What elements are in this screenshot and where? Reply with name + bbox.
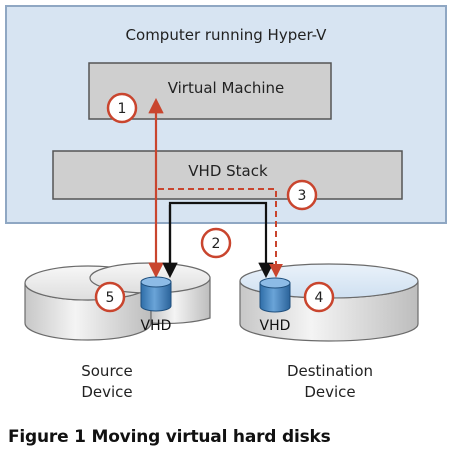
destination-vhd-cylinder bbox=[259, 277, 291, 313]
step-1-label: 1 bbox=[118, 101, 127, 117]
destination-vhd-label: VHD bbox=[260, 318, 291, 334]
step-5-label: 5 bbox=[106, 290, 115, 306]
step-3-label: 3 bbox=[298, 188, 307, 204]
vhd-stack-box bbox=[52, 150, 403, 200]
figure-caption: Figure 1 Moving virtual hard disks bbox=[8, 427, 331, 447]
host-title: Computer running Hyper-V bbox=[126, 26, 328, 44]
red-dashed-redirect-arrow bbox=[158, 188, 283, 278]
step-4-label: 4 bbox=[315, 290, 324, 306]
destination-caption-line1: Destination bbox=[287, 362, 373, 380]
source-vhd-label: VHD bbox=[141, 318, 172, 334]
source-caption-line1: Source bbox=[81, 362, 133, 380]
step-1-badge: 1 bbox=[106, 92, 138, 124]
virtual-machine-label: Virtual Machine bbox=[168, 79, 285, 97]
source-caption-line2: Device bbox=[81, 383, 132, 401]
vhd-stack-label: VHD Stack bbox=[188, 162, 268, 180]
destination-caption-line2: Device bbox=[304, 383, 355, 401]
step-3-badge: 3 bbox=[286, 179, 318, 211]
step-4-badge: 4 bbox=[303, 281, 335, 313]
step-2-badge: 2 bbox=[200, 227, 232, 259]
step-5-badge: 5 bbox=[94, 281, 126, 313]
step-2-label: 2 bbox=[212, 236, 221, 252]
source-vhd-cylinder bbox=[140, 276, 172, 312]
